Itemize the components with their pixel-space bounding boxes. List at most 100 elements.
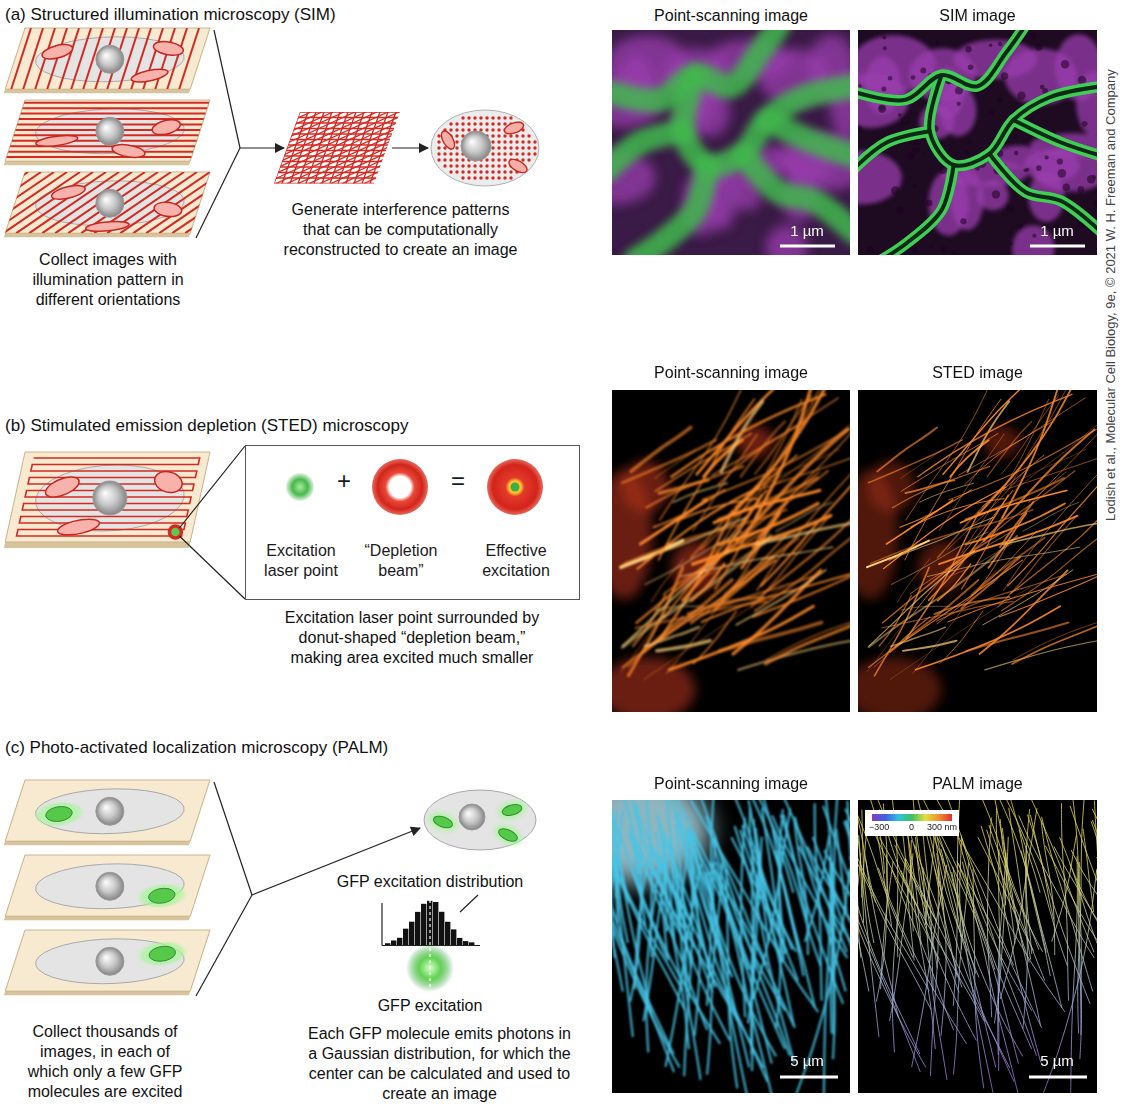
illumination-stripes: [17, 458, 200, 536]
mitochondrion: [44, 807, 75, 822]
mitochondrion: [439, 129, 458, 151]
zoom-line: [179, 536, 245, 599]
scale-bar-label: 1 µm: [772, 222, 842, 241]
operator-symbol: +: [334, 466, 354, 496]
mitochondrion: [150, 469, 186, 494]
spacer: [388, 896, 455, 908]
plane-surface: [5, 855, 210, 916]
color-scale-label: 0: [909, 822, 914, 833]
sim-micrograph: [858, 30, 1097, 255]
mitochondrion: [39, 474, 86, 500]
histogram-axis: [381, 903, 382, 946]
palm-micrograph: [858, 800, 1097, 1093]
center-line: [429, 900, 430, 990]
scale-bar: [1030, 245, 1085, 248]
plane-surface: [5, 28, 210, 89]
effective-core: [511, 483, 520, 492]
bracket-line: [196, 148, 240, 238]
step-caption: Each GFP molecule emits photons in a Gau…: [302, 1024, 577, 1104]
slide-plane: [4, 100, 210, 165]
step-caption: Collect thousands of images, in each of …: [20, 1022, 190, 1102]
nucleus: [93, 481, 127, 515]
mitochondrion: [150, 201, 186, 218]
gfp-glow: [426, 808, 460, 835]
cell: [424, 790, 536, 850]
mitochondrion: [148, 40, 190, 57]
cell: [431, 110, 539, 186]
cell: [29, 864, 192, 909]
mitochondrion: [432, 814, 454, 830]
image-title: Point-scanning image: [612, 774, 850, 794]
mitochondrion: [146, 888, 177, 903]
plane-surface: [5, 100, 210, 161]
inset-box: Excitation laser point + “Depletion beam” =…: [245, 445, 580, 600]
panel-title: (c) Photo-activated localization microsc…: [5, 737, 388, 758]
illumination-stripes: [7, 103, 210, 157]
image-title: PALM image: [858, 774, 1097, 794]
nucleus: [96, 797, 124, 825]
depletion-donut: [372, 459, 428, 515]
bracket-line: [214, 30, 240, 148]
plane-surface: [5, 780, 210, 841]
image-title: Point-scanning image: [612, 363, 850, 383]
slide-plane: [4, 452, 210, 548]
step-caption: Collect images with illumination pattern…: [8, 250, 208, 310]
image-title: Point-scanning image: [612, 6, 850, 26]
plane-surface: [5, 452, 210, 542]
panel-title: (a) Structured illumination microscopy (…: [5, 4, 336, 25]
excitation-spot: [286, 473, 314, 501]
slide-plane: [4, 930, 210, 995]
leader-line: [460, 895, 478, 912]
operator-symbol: =: [448, 466, 468, 496]
nucleus: [96, 189, 124, 217]
gfp-glow: [33, 802, 84, 825]
slide-plane: [4, 855, 210, 920]
slide-plane: [0, 172, 288, 237]
scale-bar-label: 1 µm: [1022, 222, 1092, 241]
illumination-stripes: [11, 28, 199, 89]
bracket-line: [196, 895, 252, 996]
spot-label: Excitation laser point: [251, 541, 351, 581]
mitochondrion: [53, 516, 104, 538]
mitochondrion: [503, 120, 525, 136]
mitochondrion: [125, 67, 175, 84]
slide-plane: [4, 28, 210, 93]
scale-bar-label: 5 µm: [772, 1052, 842, 1071]
nucleus: [96, 947, 124, 975]
step-caption: Excitation laser point surrounded by don…: [281, 608, 543, 668]
nucleus: [96, 117, 124, 145]
sted-micrograph: [858, 390, 1097, 712]
confocal-micrograph: [612, 30, 850, 255]
effective-spot: [487, 459, 543, 515]
confocal-micrograph: [612, 800, 850, 1093]
scale-bar: [780, 245, 835, 248]
callout-label: GFP excitation: [370, 996, 490, 1016]
mitochondrion: [31, 133, 82, 148]
image-title: STED image: [858, 363, 1097, 383]
spot-label: “Depletion beam”: [351, 541, 451, 581]
scale-bar: [1029, 1076, 1087, 1079]
color-scale-label: 300 nm: [927, 822, 957, 833]
cell: [29, 465, 192, 531]
color-scale-box: [865, 810, 959, 836]
step-caption: Generate interference patterns that can …: [278, 200, 523, 260]
process-arrow: [392, 147, 428, 148]
callout-label: GFP excitation distribution: [310, 872, 550, 892]
gfp-glow: [137, 942, 188, 965]
mitochondrion: [36, 43, 79, 60]
mitochondrion: [45, 184, 92, 201]
mitochondrion: [147, 119, 185, 135]
color-scale-bar: [872, 814, 952, 821]
spot-label: Effective excitation: [461, 541, 571, 581]
mitochondrion: [507, 157, 529, 176]
watermark: Lodish et al., Molecular Cell Biology, 9…: [1103, 69, 1119, 521]
gfp-glow: [136, 884, 187, 907]
reconstruction-dots: [437, 116, 536, 179]
image-title: SIM image: [858, 6, 1097, 26]
gfp-glow: [495, 797, 529, 822]
nucleus: [461, 131, 491, 161]
cell: [29, 789, 192, 834]
mitochondrion: [501, 803, 523, 818]
